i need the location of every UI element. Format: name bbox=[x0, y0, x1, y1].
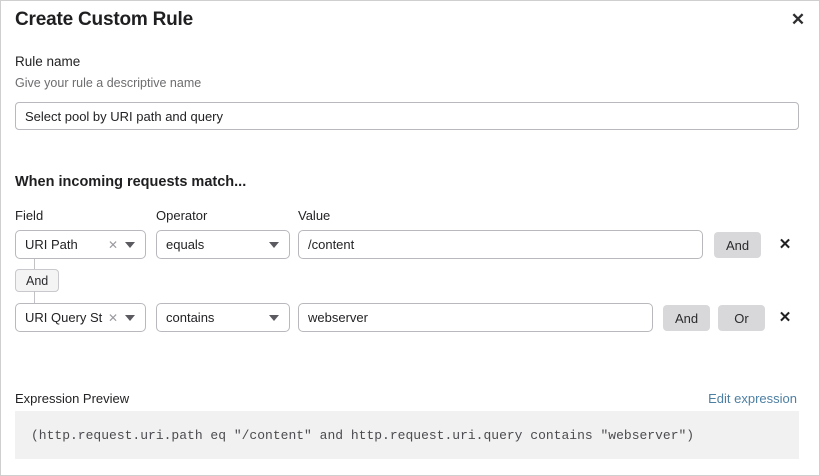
chevron-down-icon bbox=[269, 314, 279, 321]
condition-row: URI Query St... ✕ contains And Or ✕ bbox=[1, 303, 819, 333]
value-input[interactable] bbox=[298, 230, 703, 259]
operator-select-value: equals bbox=[166, 237, 205, 252]
operator-select-value: contains bbox=[166, 310, 215, 325]
column-header-operator: Operator bbox=[156, 208, 208, 223]
column-header-value: Value bbox=[298, 208, 331, 223]
and-button[interactable]: And bbox=[663, 305, 711, 331]
close-icon[interactable]: ✕ bbox=[790, 9, 806, 29]
value-input[interactable] bbox=[298, 303, 653, 332]
field-select[interactable]: URI Path ✕ bbox=[15, 230, 146, 259]
clear-x-icon[interactable]: ✕ bbox=[107, 237, 118, 252]
chevron-down-icon bbox=[125, 241, 135, 248]
field-select-value: URI Query St... bbox=[25, 310, 103, 325]
group-connector-and[interactable]: And bbox=[15, 269, 60, 292]
delete-row-icon[interactable]: ✕ bbox=[778, 309, 792, 326]
operator-select[interactable]: contains bbox=[156, 303, 290, 332]
rule-name-label: Rule name bbox=[15, 54, 81, 69]
expression-preview-box: (http.request.uri.path eq "/content" and… bbox=[15, 411, 799, 459]
page-title: Create Custom Rule bbox=[15, 9, 193, 30]
delete-row-icon[interactable]: ✕ bbox=[778, 236, 792, 253]
column-header-field: Field bbox=[15, 208, 44, 223]
connector-line-bottom bbox=[34, 291, 35, 303]
operator-select[interactable]: equals bbox=[156, 230, 290, 259]
chevron-down-icon bbox=[125, 314, 135, 321]
field-select-value: URI Path bbox=[25, 237, 78, 252]
edit-expression-link[interactable]: Edit expression bbox=[708, 391, 797, 406]
clear-x-icon[interactable]: ✕ bbox=[107, 310, 118, 325]
expression-preview-label: Expression Preview bbox=[15, 391, 130, 406]
rule-name-help-text: Give your rule a descriptive name bbox=[15, 76, 202, 90]
condition-row: URI Path ✕ equals And ✕ bbox=[1, 230, 819, 260]
expression-preview-text: (http.request.uri.path eq "/content" and… bbox=[31, 427, 695, 443]
chevron-down-icon bbox=[269, 241, 279, 248]
conditions-heading: When incoming requests match... bbox=[15, 174, 247, 190]
connector-line-top bbox=[34, 259, 35, 270]
or-button[interactable]: Or bbox=[718, 305, 765, 331]
and-button[interactable]: And bbox=[714, 232, 762, 258]
field-select[interactable]: URI Query St... ✕ bbox=[15, 303, 146, 332]
rule-name-input[interactable] bbox=[15, 102, 799, 130]
